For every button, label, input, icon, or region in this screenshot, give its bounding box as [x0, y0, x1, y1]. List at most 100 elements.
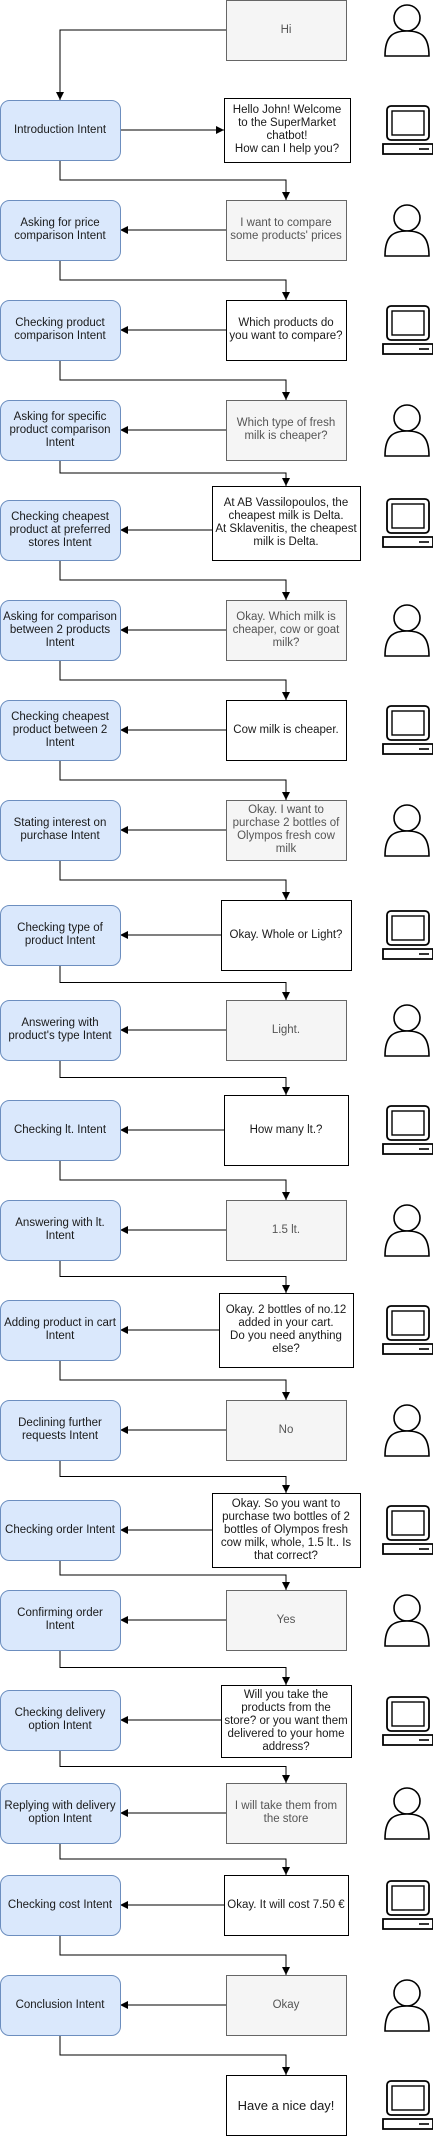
bot-message-box — [224, 1095, 349, 1166]
intent-label: Checking cheapest product between 2 Inte… — [11, 710, 109, 749]
computer-icon — [382, 105, 433, 155]
user-message-text: Which type of fresh milk is cheaper? — [236, 417, 336, 442]
intent-box — [0, 1590, 121, 1651]
bot-message-text: Hello John! Welcome to the SuperMarket c… — [232, 104, 342, 155]
intent-label: Asking for comparison between 2 products… — [3, 610, 117, 649]
intent-box — [0, 800, 121, 861]
user-message-text: Okay. I want to purchase 2 bottles of Ol… — [232, 804, 340, 855]
person-icon — [384, 804, 430, 857]
intent-box — [0, 1783, 121, 1844]
bot-message-text: Okay. 2 bottles of no.12 added in your c… — [225, 1304, 347, 1355]
intent-box — [0, 1000, 121, 1061]
bot-message-box — [221, 1685, 352, 1758]
intent-label: Asking for specific product comparison I… — [9, 410, 111, 449]
bot-message-text: Okay. Whole or Light? — [229, 928, 343, 941]
user-message-text: I want to compare some products' prices — [230, 217, 342, 242]
intent-box — [0, 905, 121, 966]
user-message-box — [226, 1590, 347, 1651]
intent-box — [0, 1200, 121, 1261]
user-message-text: I will take them from the store — [234, 1800, 338, 1825]
computer-icon — [382, 2080, 433, 2130]
bot-message-text: How many lt.? — [249, 1123, 323, 1136]
computer-icon — [382, 1305, 433, 1355]
intent-box — [0, 1100, 121, 1161]
intent-label: Confirming order Intent — [17, 1607, 103, 1632]
computer-icon — [382, 498, 433, 548]
user-message-box — [226, 1200, 347, 1261]
edge-hi-to-intro — [56, 29, 226, 100]
person-icon — [384, 1979, 430, 2032]
person-icon — [384, 604, 430, 657]
bot-message-box — [226, 700, 347, 761]
intent-label: Declining further requests Intent — [18, 1417, 102, 1442]
bot-message-text: Cow milk is cheaper. — [233, 723, 339, 736]
user-message-box — [226, 0, 347, 61]
person-icon — [384, 404, 430, 457]
edge-intent-to-next-1 — [59, 160, 290, 200]
intent-box — [0, 1400, 121, 1461]
intent-box — [0, 500, 121, 561]
intent-label: Stating interest on purchase Intent — [13, 817, 107, 842]
intent-box — [0, 1500, 121, 1561]
intent-box — [0, 200, 121, 261]
computer-icon — [382, 1105, 433, 1155]
intent-label: Asking for price comparison Intent — [14, 217, 106, 242]
edge-intent-to-next-8 — [59, 860, 290, 900]
bot-message-box — [226, 2075, 347, 2136]
person-icon — [384, 4, 430, 57]
user-message-box — [226, 1400, 347, 1461]
person-icon — [384, 204, 430, 257]
intent-box — [0, 1300, 121, 1361]
intent-label: Answering with product's type Intent — [8, 1017, 112, 1042]
bot-message-text: Have a nice day! — [237, 2097, 335, 2113]
edge-intent-to-next-16 — [59, 1650, 290, 1685]
user-message-box — [226, 1783, 347, 1844]
computer-icon — [382, 1505, 433, 1555]
edge-intent-to-next-11 — [59, 1160, 290, 1200]
intent-box — [0, 1875, 121, 1936]
person-icon — [384, 1787, 430, 1840]
intent-label: Checking lt. Intent — [13, 1123, 107, 1136]
user-message-box — [226, 200, 347, 261]
intent-label: Checking type of product Intent — [17, 922, 103, 947]
edge-intent-to-next-3 — [59, 360, 290, 400]
user-message-text: Okay — [272, 1998, 300, 2011]
bot-message-text: Okay. It will cost 7.50 € — [227, 1898, 345, 1911]
intent-label: Conclusion Intent — [15, 1998, 105, 2011]
intent-label: Introduction Intent — [13, 123, 107, 136]
edge-intent-to-next-13 — [59, 1360, 290, 1400]
edge-intent-to-next-5 — [59, 560, 290, 600]
computer-icon — [382, 910, 433, 960]
bot-message-text: Okay. So you want to purchase two bottle… — [220, 1497, 352, 1562]
bot-message-box — [221, 900, 352, 971]
intent-box — [0, 700, 121, 761]
user-message-text: 1.5 lt. — [271, 1223, 301, 1236]
bot-message-box — [226, 300, 347, 361]
edge-intent-to-next-12 — [59, 1260, 290, 1293]
bot-message-text: Which products do you want to compare? — [229, 317, 343, 342]
edge-intent-to-next-18 — [59, 1843, 290, 1875]
edge-intent-to-next-15 — [59, 1560, 290, 1590]
edge-intent-to-next-7 — [59, 760, 290, 800]
intent-box — [0, 100, 121, 161]
bot-message-box — [224, 98, 351, 163]
intent-label: Checking cheapest product at preferred s… — [9, 510, 111, 549]
intent-label: Checking order Intent — [5, 1523, 115, 1536]
user-message-box — [226, 800, 347, 861]
bot-message-box — [219, 1293, 354, 1368]
edge-intent-to-next-4 — [59, 460, 290, 486]
computer-icon — [382, 305, 433, 355]
bot-message-box — [212, 486, 361, 561]
intent-box — [0, 400, 121, 461]
intent-box — [0, 600, 121, 661]
user-message-box — [226, 600, 347, 661]
bot-message-box — [212, 1493, 361, 1568]
edge-intent-to-next-10 — [59, 1060, 290, 1095]
intent-label: Adding product in cart Intent — [4, 1317, 116, 1342]
user-message-text: Hi — [280, 23, 292, 36]
user-message-text: Okay. Which milk is cheaper, cow or goat… — [232, 610, 340, 649]
edge-intent-to-next-9 — [59, 965, 290, 1000]
intent-label: Answering with lt. Intent — [15, 1217, 105, 1242]
edge-intent-to-next-2 — [59, 260, 290, 300]
